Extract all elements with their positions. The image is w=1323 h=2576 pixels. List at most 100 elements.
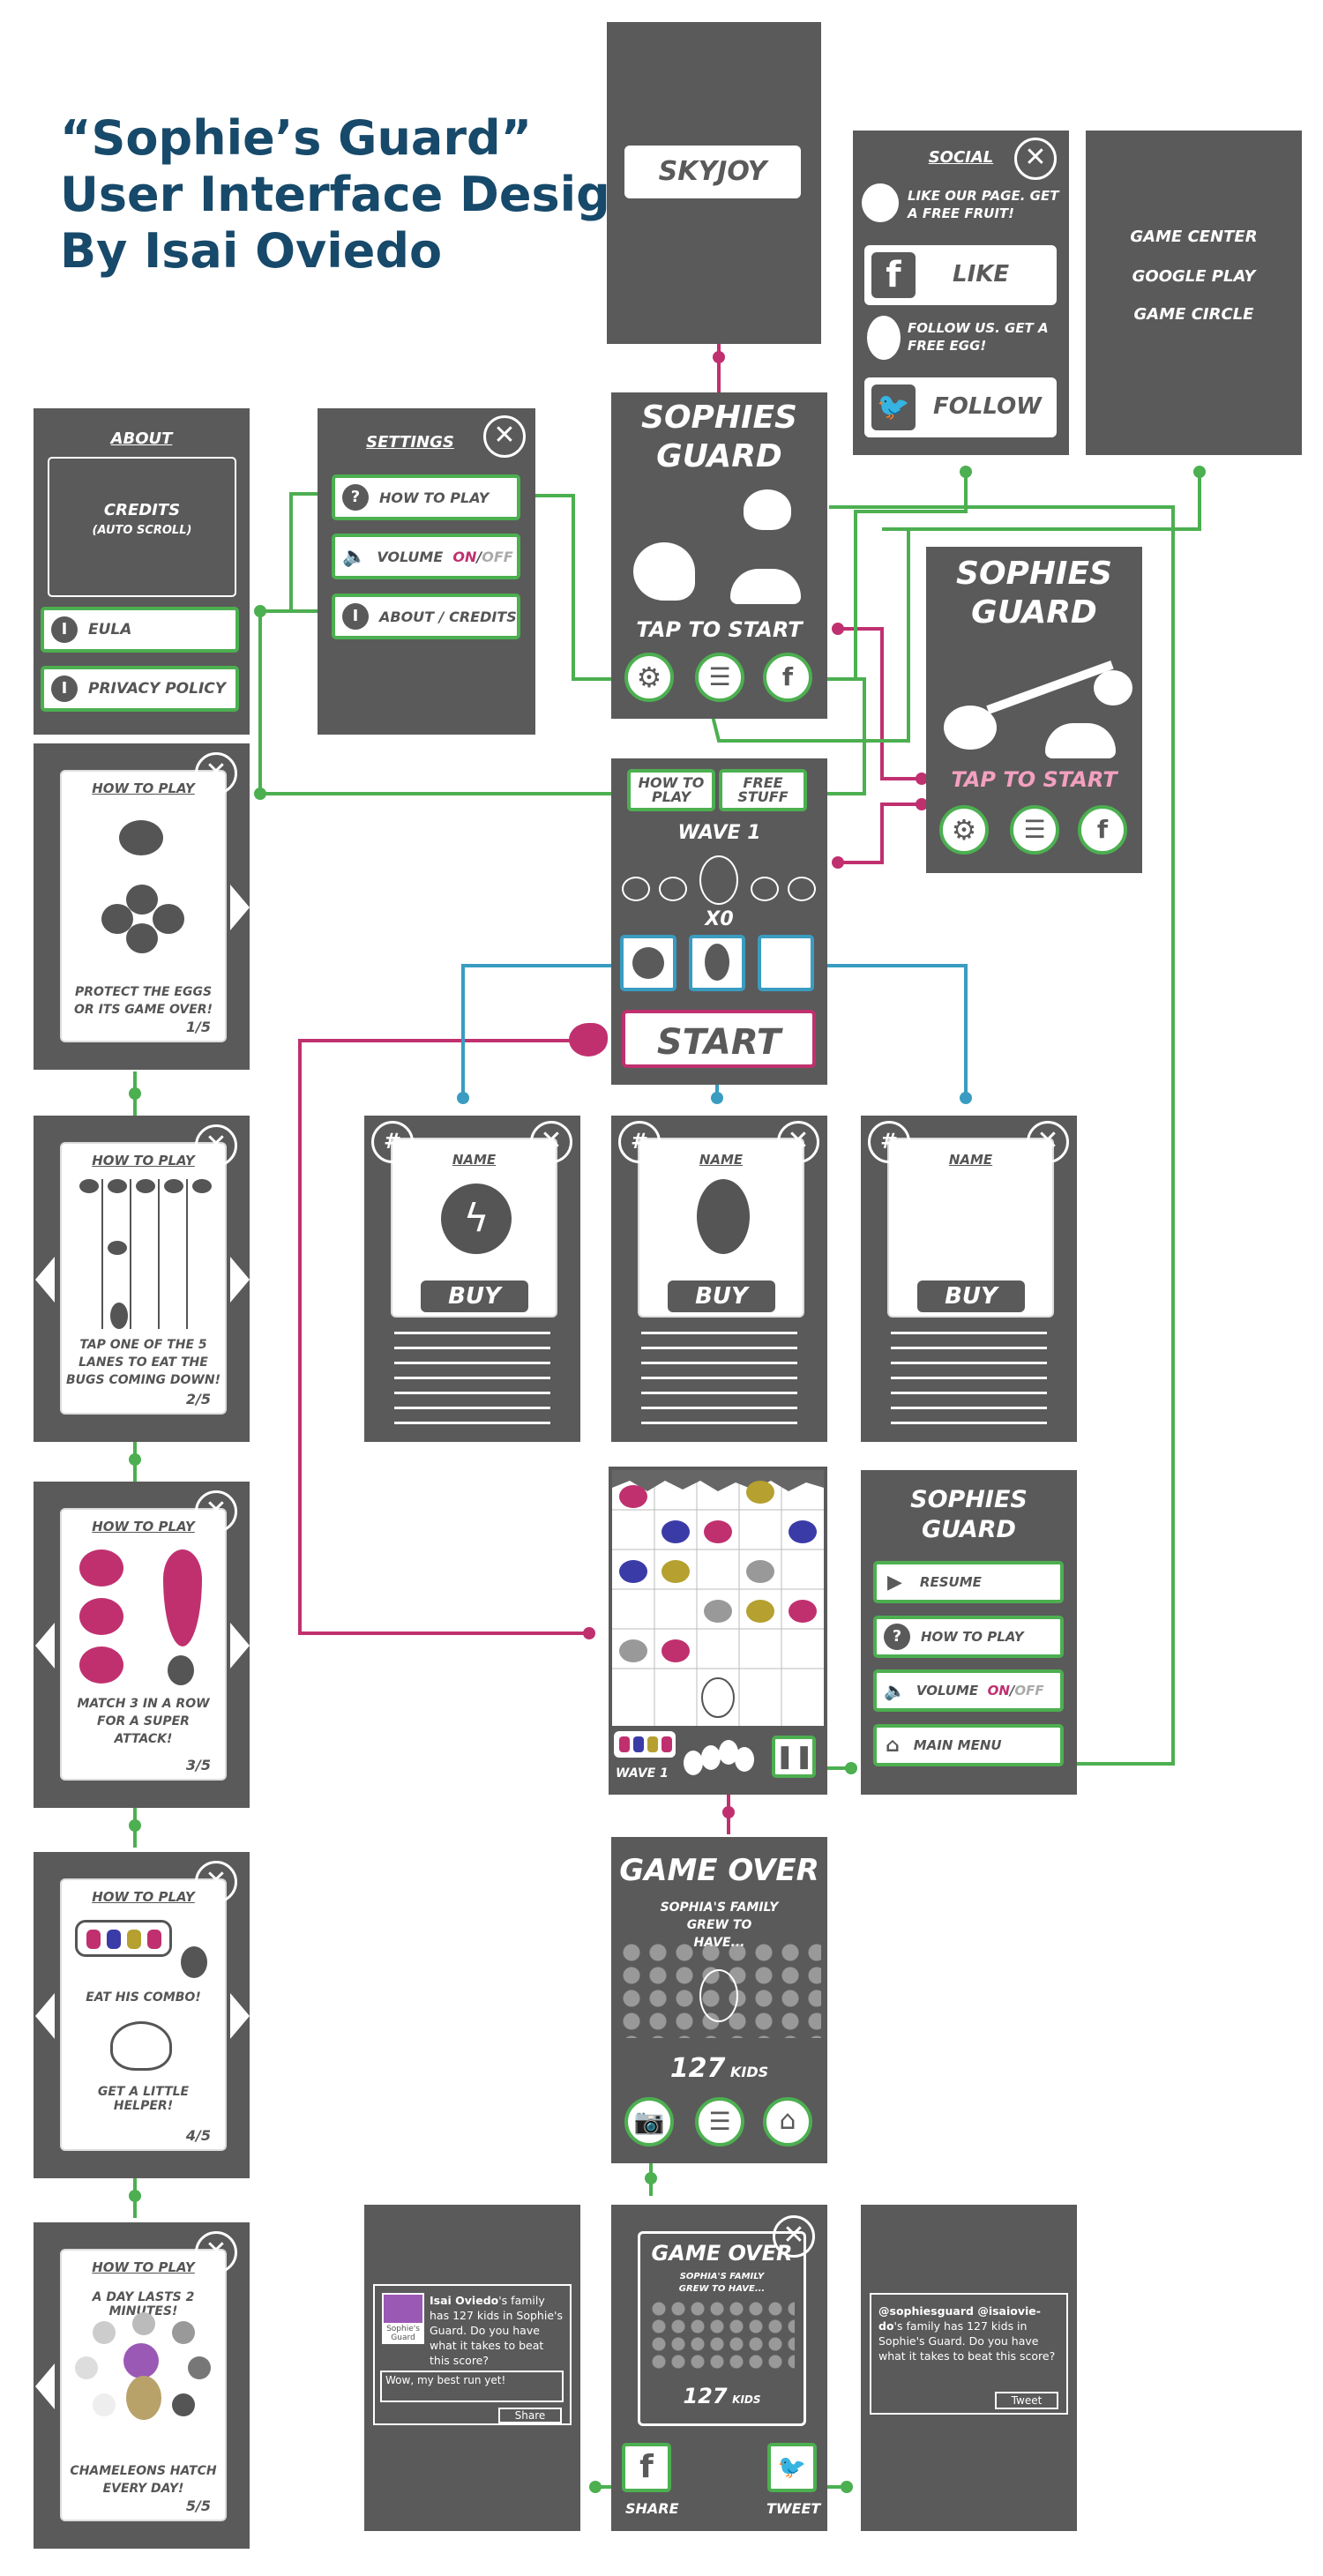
twitter-share-screen: @sophiesguard @isaiovie-do's family has … — [861, 2205, 1077, 2531]
about-credits-label: ABOUT / CREDITS — [379, 608, 517, 625]
twitter-share-button[interactable]: 🐦 — [767, 2443, 817, 2492]
how-to-play-2: HOW TO PLAY TAP ONE OF THE 5 LANES TO EA… — [34, 1116, 250, 1442]
facebook-share-button[interactable]: f — [622, 2443, 671, 2492]
credits-sub: (AUTO SCROLL) — [92, 524, 192, 537]
chameleon-icon — [633, 542, 695, 601]
home-icon: ⌂ — [886, 1734, 900, 1757]
menu-list-button[interactable]: ☰ — [695, 2097, 744, 2147]
page-indicator: 2/5 — [185, 1391, 211, 1407]
like-button[interactable]: f LIKE — [864, 245, 1057, 305]
close-icon[interactable]: ✕ — [195, 1490, 237, 1533]
shop-item-1: NAME ϟ BUY # ✕ — [364, 1116, 580, 1442]
resume-label: RESUME — [919, 1574, 982, 1590]
settings-screen: SETTINGS ✕ ?HOW TO PLAY 🔈 VOLUME ON / OF… — [318, 408, 535, 735]
share-select-screen: GAME OVER SOPHIA'S FAMILY GREW TO HAVE..… — [611, 2205, 827, 2531]
menu-list-button[interactable]: ☰ — [695, 653, 744, 702]
bug-icon — [119, 820, 163, 855]
share-kids-row: 127 KIDS — [640, 2384, 804, 2408]
prev-arrow-icon[interactable] — [35, 1993, 55, 2039]
game-center-item[interactable]: GAME CENTER — [1130, 228, 1258, 246]
settings-gear-button[interactable]: ⚙ — [624, 653, 674, 702]
powerup-slot-2[interactable] — [689, 935, 745, 991]
start-button[interactable]: START — [622, 1010, 816, 1068]
eula-button[interactable]: iEULA — [41, 607, 239, 653]
close-icon[interactable]: ✕ — [195, 1861, 237, 1903]
chameleon-tongue-icon — [944, 660, 1132, 750]
main-menu-button[interactable]: ⌂ MAIN MENU — [873, 1724, 1064, 1766]
next-arrow-icon[interactable] — [230, 885, 250, 930]
tweet-body: 's family has 127 kids in Sophie's Guard… — [878, 2319, 1056, 2363]
volume-slash: / — [476, 548, 482, 565]
tweet-button[interactable]: Tweet — [995, 2392, 1058, 2409]
post-thumbnail: Sophie's Guard — [382, 2293, 424, 2344]
powerup-slot-3[interactable] — [758, 935, 814, 991]
next-arrow-icon[interactable] — [230, 1993, 250, 2039]
powerup-slot-1[interactable] — [620, 935, 676, 991]
item-name: NAME — [699, 1152, 744, 1168]
egg-icon — [867, 316, 901, 360]
frog-crowd — [649, 2300, 795, 2371]
settings-gear-button[interactable]: ⚙ — [939, 805, 989, 855]
eggs-icon — [730, 569, 801, 604]
shop-item-3: NAME BUY # ✕ — [861, 1116, 1077, 1442]
skyjoy-splash-screen: SKYJOY — [607, 22, 821, 344]
google-play-item[interactable]: GOOGLE PLAY — [1132, 267, 1256, 286]
thumb-line-1: Sophie's — [386, 2325, 420, 2333]
close-icon[interactable]: ✕ — [1027, 1121, 1069, 1163]
wave-prep-screen: HOW TO PLAY FREE STUFF WAVE 1 x0 START — [611, 758, 827, 1085]
how-to-play-button[interactable]: ?HOW TO PLAY — [332, 474, 520, 520]
home-button[interactable]: ⌂ — [763, 2097, 812, 2147]
follow-button[interactable]: 🐦 FOLLOW — [864, 377, 1057, 437]
how-to-play-tab-label: HOW TO PLAY — [638, 774, 705, 805]
close-icon[interactable]: ✕ — [777, 1121, 819, 1163]
page-indicator: 1/5 — [185, 1019, 211, 1035]
buy-button[interactable]: BUY — [917, 1281, 1025, 1312]
next-arrow-icon[interactable] — [230, 1257, 250, 1303]
privacy-policy-button[interactable]: iPRIVACY POLICY — [41, 666, 239, 712]
close-icon[interactable]: ✕ — [773, 2215, 815, 2258]
volume-toggle[interactable]: 🔈 VOLUME ON / OFF — [873, 1669, 1064, 1712]
close-icon[interactable]: ✕ — [483, 415, 526, 458]
tap-to-start[interactable]: TAP TO START — [636, 617, 803, 642]
close-icon[interactable]: ✕ — [1014, 138, 1057, 180]
post-input[interactable]: Wow, my best run yet! — [380, 2371, 564, 2402]
buy-button[interactable]: BUY — [668, 1281, 775, 1312]
game-circle-item[interactable]: GAME CIRCLE — [1133, 305, 1254, 324]
frog-helper-icon — [110, 2021, 172, 2071]
prev-arrow-icon[interactable] — [35, 1623, 55, 1669]
about-credits-button[interactable]: iABOUT / CREDITS — [332, 594, 520, 639]
bug-red-icon — [79, 1598, 123, 1635]
howto-text: MATCH 3 IN A ROW FOR A SUPER ATTACK! — [77, 1697, 210, 1746]
info-icon: i — [51, 616, 78, 643]
close-icon[interactable]: ✕ — [195, 752, 237, 795]
buy-button[interactable]: BUY — [421, 1281, 528, 1312]
social-button[interactable]: f — [1078, 805, 1127, 855]
connector-start-game — [298, 1039, 589, 1635]
howto-title: HOW TO PLAY — [92, 1889, 195, 1905]
close-icon[interactable]: ✕ — [195, 1124, 237, 1167]
close-icon[interactable]: ✕ — [530, 1121, 572, 1163]
menu-list-button[interactable]: ☰ — [1010, 805, 1059, 855]
item-name: NAME — [452, 1152, 497, 1168]
prev-arrow-icon[interactable] — [35, 2363, 55, 2409]
close-icon[interactable]: ✕ — [195, 2231, 237, 2274]
hash-badge: # — [868, 1121, 910, 1163]
tap-to-start-pink[interactable]: TAP TO START — [951, 767, 1117, 792]
volume-toggle[interactable]: 🔈 VOLUME ON / OFF — [332, 534, 520, 579]
lanes-illustration — [75, 1179, 212, 1333]
page-indicator: 4/5 — [185, 2127, 211, 2144]
next-arrow-icon[interactable] — [230, 1623, 250, 1669]
title-line-3: By Isai Oviedo — [60, 223, 443, 279]
how-to-play-button[interactable]: ?HOW TO PLAY — [873, 1616, 1064, 1658]
free-stuff-tab[interactable]: FREE STUFF — [719, 769, 807, 811]
share-post-button[interactable]: Share — [498, 2408, 562, 2423]
social-button[interactable]: f — [763, 653, 812, 702]
prev-arrow-icon[interactable] — [35, 1257, 55, 1303]
howto-text: PROTECT THE EGGS OR ITS GAME OVER! — [74, 985, 213, 1017]
how-to-play-tab[interactable]: HOW TO PLAY — [627, 769, 715, 811]
camera-share-button[interactable]: 📷 — [624, 2097, 674, 2147]
pause-button[interactable]: ❚❚ — [772, 1736, 816, 1778]
resume-button[interactable]: ▶ RESUME — [873, 1561, 1064, 1603]
platforms-screen: GAME CENTER GOOGLE PLAY GAME CIRCLE — [1086, 131, 1302, 455]
